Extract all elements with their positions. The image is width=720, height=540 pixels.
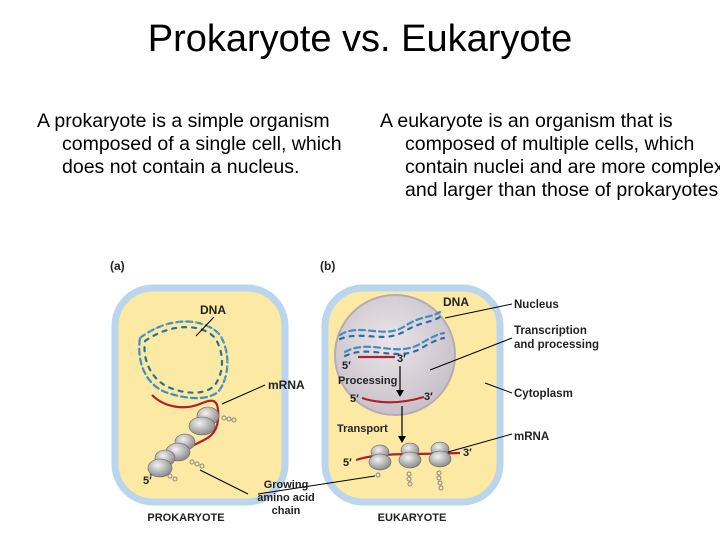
transcription-leader-line [429,337,513,371]
transport-label: Transport [337,423,388,435]
prokaryote-description: A prokaryote is a simple organism compos… [37,110,342,178]
transcription-label-line1: Transcription [514,325,587,337]
prokaryote-dna-label: DNA [200,303,226,317]
five-prime-label-c: 5′ [343,457,352,469]
five-prime-label-a: 5′ [342,360,351,372]
eukaryote-dna-helix [338,310,446,358]
growing-label-line3: chain [272,505,301,517]
transcription-label-line2: and processing [514,339,599,351]
prokaryote-dna-helix [138,320,229,400]
processed-mrna [361,395,425,404]
slide-title: Prokaryote vs. Eukaryote [147,18,573,60]
processing-arrowhead [396,390,404,397]
dna-leader-line [195,316,215,337]
cytoplasm-leader-line [484,382,513,394]
eukaryote-dna-label: DNA [443,295,469,309]
eukaryote-caption: EUKARYOTE [378,512,447,524]
eukaryote-description: A eukaryote is an organism that is compo… [380,110,720,201]
prokaryote-ribosomes [147,406,220,478]
eukaryote-ribosomes [368,441,452,471]
growing-label-line2: amino acid [257,492,314,504]
prokaryote-amino-acid-chains [167,415,237,482]
five-prime-label-b: 5′ [350,393,359,405]
transport-arrowhead [398,436,406,443]
eukaryote-mrna-label: mRNA [514,431,549,443]
chain-leader-line-b [257,475,376,495]
prokaryote-mrna-label: mRNA [268,378,305,392]
nucleus-leader-line [444,303,513,319]
panel-b-eukaryote: (b) [257,259,599,524]
prokaryote-five-prime-label: 5′ [143,475,152,487]
eukaryote-mrna-leader-line [447,433,513,453]
panel-a-prokaryote: (a) DNA mRNA 5′ G [110,259,315,524]
prokaryote-cell [111,284,289,506]
panel-b-letter: (b) [320,259,335,273]
chain-leader-line [199,469,249,495]
panel-a-letter: (a) [110,259,125,273]
prokaryote-caption: PROKARYOTE [147,512,224,524]
three-prime-label-a: 3′ [397,353,406,365]
processing-label: Processing [338,375,397,387]
nucleus-label: Nucleus [514,299,559,311]
cytoplasm-label: Cytoplasm [514,388,573,400]
mrna-leader-line [221,384,266,405]
three-prime-label-c: 3′ [463,447,472,459]
three-prime-label-b: 3′ [424,391,433,403]
eukaryote-amino-acid-chains [375,470,444,491]
